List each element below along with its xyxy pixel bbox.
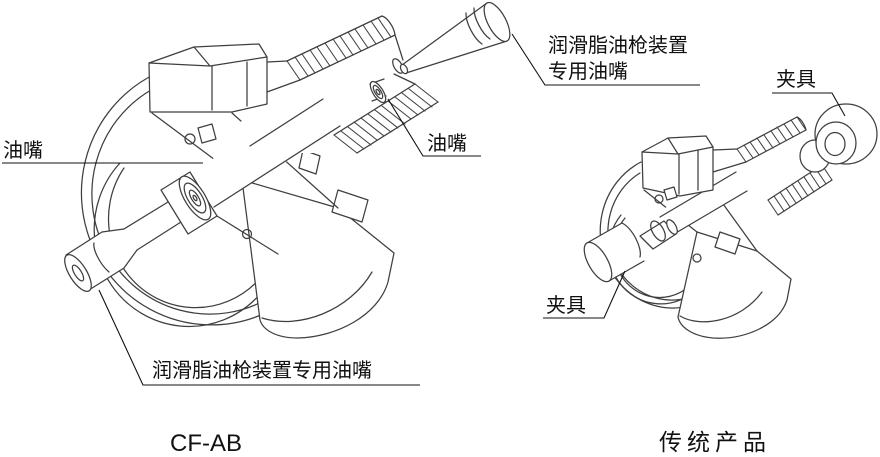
label-special-nozzle-top-line1: 润滑脂油枪装置 (548, 34, 688, 57)
lower-ring-section (241, 149, 395, 339)
taper-adapter (639, 219, 678, 250)
leader-clamp-top (772, 92, 846, 117)
clamp-end-face (583, 241, 613, 283)
clamp-ring (814, 103, 878, 165)
traditional-product-drawing: 夹具 夹具 传统产品 (543, 68, 878, 455)
leader-clamp-bottom (543, 270, 626, 319)
clamp-ring-face (815, 121, 857, 165)
leader-oil-nozzle-mid (387, 98, 481, 157)
lower-ring-section-right (677, 231, 792, 339)
traditional-labels: 夹具 夹具 传统产品 (543, 68, 846, 455)
clamp-cylinder (583, 222, 645, 283)
stud-assembly (197, 15, 439, 208)
label-clamp-top: 夹具 (776, 68, 816, 91)
cone-nozzle (399, 1, 511, 75)
stud-grease-nipple (369, 80, 387, 104)
leader-special-nozzle-bottom (98, 289, 420, 386)
center-grease-nipple (160, 171, 218, 235)
cf-ab-labels: 润滑脂油枪装置 专用油嘴 油嘴 油嘴 润滑脂油枪装置专用油嘴 CF-AB (2, 33, 700, 457)
barrel-seam (93, 242, 110, 273)
thread-band-upper-right (712, 116, 807, 173)
label-clamp-bottom: 夹具 (546, 294, 586, 317)
label-special-nozzle-top-line2: 专用油嘴 (548, 60, 628, 83)
cone-end-cap (483, 1, 511, 43)
top-ring-section-right (641, 135, 714, 197)
top-ring-section (148, 43, 268, 113)
label-oil-nozzle-left: 油嘴 (3, 139, 43, 162)
caption-traditional: 传统产品 (659, 429, 771, 455)
cf-ab-drawing: 润滑脂油枪装置 专用油嘴 油嘴 油嘴 润滑脂油枪装置专用油嘴 CF-AB (2, 1, 700, 457)
nozzle-end-face (64, 254, 92, 292)
label-oil-nozzle-mid: 油嘴 (427, 132, 467, 155)
clamp-ring-bore (824, 131, 846, 157)
nozzle-bore (71, 264, 85, 282)
ring-clip-details-right (654, 186, 702, 263)
leader-special-nozzle-top (511, 33, 700, 86)
caption-cf-ab: CF-AB (170, 430, 242, 457)
grease-gun-nozzle (64, 201, 182, 292)
label-special-nozzle-bottom: 润滑脂油枪装置专用油嘴 (152, 359, 372, 382)
cone-tip-opening (399, 63, 409, 75)
thread-band-upper (266, 15, 396, 93)
thread-band-lower (333, 83, 439, 154)
ring-clip-details (184, 123, 253, 240)
